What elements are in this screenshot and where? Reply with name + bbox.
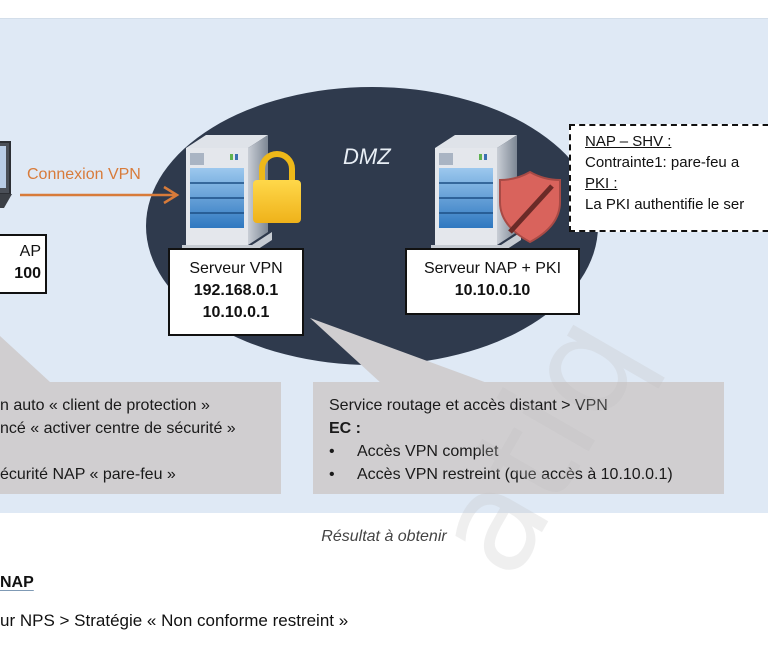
pki-heading: PKI : [585,175,618,192]
nap-server-icon [431,135,521,253]
bullet-item: • Accès VPN complet [329,440,724,463]
vpn-callout: Service routage et accès distant > VPN E… [313,382,724,494]
bullet-item: • Accès VPN restreint (que accès à 10.10… [329,463,724,486]
nap-server-title: Serveur NAP + PKI [423,260,562,277]
bullet-icon: • [329,466,335,483]
client-callout-line1: n auto « client de protection » [0,397,210,414]
client-callout: n auto « client de protection » ncé « ac… [0,382,281,494]
nap-shv-heading: NAP – SHV : [585,133,672,150]
nap-server-ip: 10.10.0.10 [454,282,531,299]
client-box-line1: AP [19,243,41,260]
vpn-server-title: Serveur VPN [189,260,283,277]
vpn-connection-arrow [20,185,180,205]
vpn-server-ip1: 192.168.0.1 [193,282,279,299]
laptop-icon [0,141,12,208]
vpn-server-box: Serveur VPN 192.168.0.1 10.10.0.1 [168,248,304,336]
client-info-box: AP 100 [0,234,47,294]
client-box-ip: 100 [14,265,41,282]
client-callout-pointer [0,336,50,382]
lock-icon [253,151,301,223]
client-callout-line3: écurité NAP « pare-feu » [0,466,176,483]
connection-label: Connexion VPN [27,166,141,183]
shield-icon [499,170,561,244]
dmz-label: DMZ [343,144,391,169]
client-callout-line2: ncé « activer centre de sécurité » [0,420,236,437]
nap-pki-note: NAP – SHV : Contrainte1: pare-feu a PKI … [569,124,768,232]
section-heading: NAP [0,574,34,591]
bullet-text: Accès VPN complet [357,443,499,460]
bullet-text: Accès VPN restreint (que accès à 10.10.0… [357,466,673,483]
pki-line: La PKI authentifie le ser [585,196,745,213]
nap-constraint-line: Contrainte1: pare-feu a [585,154,740,171]
ec-label: EC : [329,420,361,437]
nap-server-box: Serveur NAP + PKI 10.10.0.10 [405,248,580,315]
figure-caption: Résultat à obtenir [321,528,447,545]
bullet-icon: • [329,443,335,460]
vpn-callout-line1: Service routage et accès distant > VPN [329,397,608,414]
vpn-server-ip2: 10.10.0.1 [202,304,270,321]
vpn-callout-pointer [310,318,490,384]
instruction-line: ur NPS > Stratégie « Non conforme restre… [0,611,349,630]
